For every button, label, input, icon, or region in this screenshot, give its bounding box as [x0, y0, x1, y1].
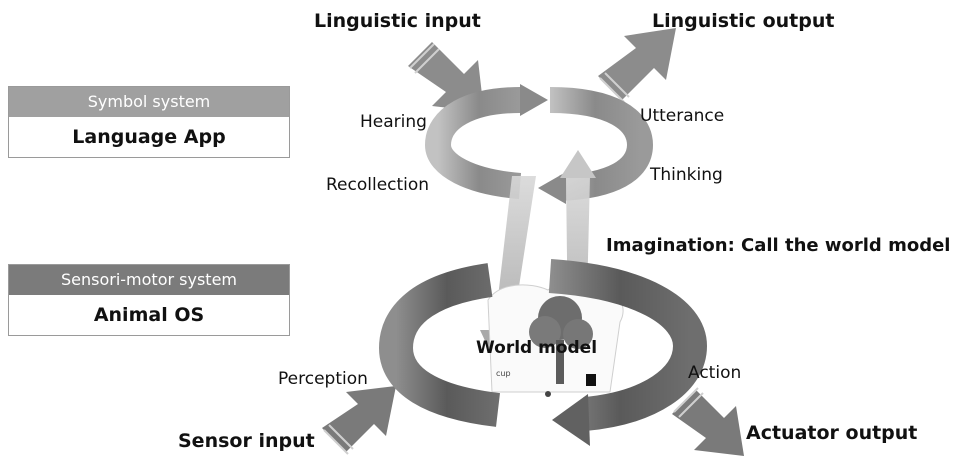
upper-cycle-ring [424, 84, 654, 204]
actuator-output-arrow [672, 387, 744, 456]
actuator-output-label: Actuator output [746, 422, 918, 444]
symbol-system-header: Symbol system [9, 87, 289, 117]
linguistic-output-arrow [598, 28, 676, 103]
world-model-illustration [487, 279, 624, 397]
language-app-label: Language App [72, 126, 226, 148]
thinking-label: Thinking [650, 165, 723, 185]
sensor-input-label: Sensor input [178, 430, 315, 452]
lower-cycle-ring [378, 259, 708, 446]
linguistic-input-label: Linguistic input [314, 10, 481, 32]
recollection-label: Recollection [326, 175, 430, 195]
cup-label: cup [496, 369, 511, 378]
sensori-motor-system-box: Sensori-motor system Animal OS [8, 264, 290, 336]
linguistic-output-label: Linguistic output [652, 10, 835, 32]
animal-os-label: Animal OS [93, 304, 205, 326]
perception-label: Perception [278, 369, 368, 389]
utterance-label: Utterance [640, 106, 725, 126]
linguistic-input-arrow [408, 42, 484, 112]
world-model-label: World model [476, 338, 598, 358]
symbol-system-box: Symbol system Language App [8, 86, 290, 158]
sensori-motor-header: Sensori-motor system [9, 265, 289, 295]
imagination-label: Imagination: Call the world model [606, 235, 951, 256]
sensor-input-arrow [322, 386, 396, 455]
hearing-label: Hearing [360, 112, 427, 132]
action-label: Action [688, 363, 742, 383]
